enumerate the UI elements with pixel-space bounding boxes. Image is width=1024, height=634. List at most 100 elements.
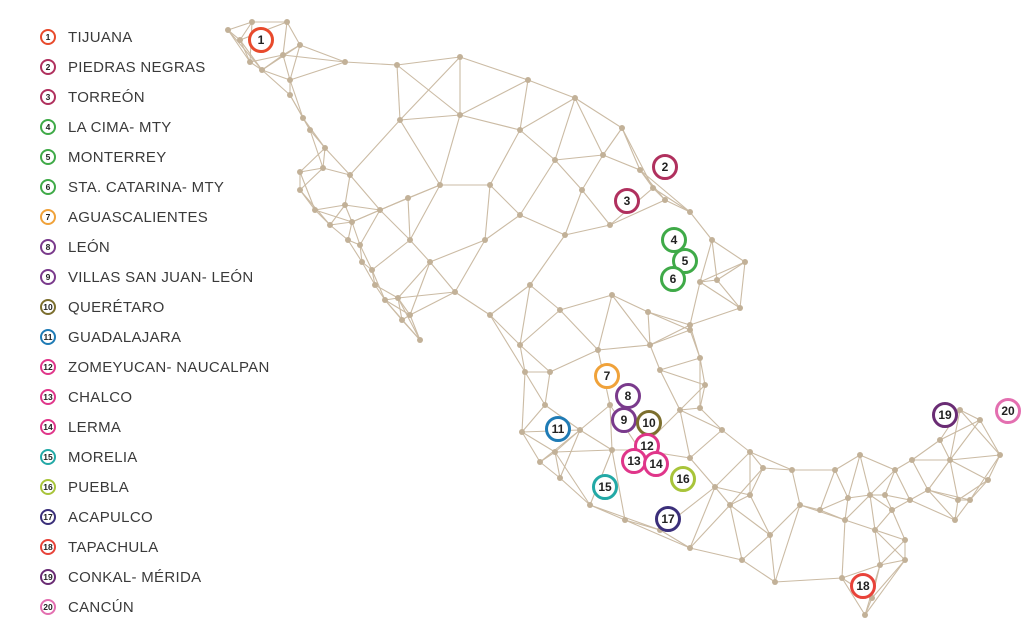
network-node (297, 42, 303, 48)
network-edge (597, 344, 651, 351)
network-edge (949, 454, 1001, 461)
network-edge (741, 534, 771, 561)
network-edge (869, 469, 896, 496)
legend-label: MORELIA (68, 448, 138, 466)
network-edge (609, 199, 666, 226)
network-node (600, 152, 606, 158)
network-edge (407, 197, 411, 241)
map-marker-16[interactable]: 16 (670, 466, 696, 492)
network-edge (459, 79, 529, 116)
network-node (937, 437, 943, 443)
network-edge (597, 294, 613, 351)
network-edge (397, 297, 421, 341)
map-marker-3[interactable]: 3 (614, 188, 640, 214)
network-edge (409, 261, 431, 316)
network-edge (844, 494, 871, 521)
network-edge (716, 261, 746, 281)
network-edge (699, 239, 713, 283)
network-edge (519, 344, 551, 373)
map-marker-17[interactable]: 17 (655, 506, 681, 532)
network-edge (459, 56, 529, 81)
network-edge (521, 371, 526, 433)
map-marker-20[interactable]: 20 (995, 398, 1021, 424)
network-node (342, 59, 348, 65)
network-node (739, 557, 745, 563)
network-edge (949, 409, 961, 461)
legend-label: CHALCO (68, 388, 133, 406)
network-edge (324, 147, 351, 176)
legend-badge: 15 (40, 449, 56, 465)
network-edge (679, 409, 723, 431)
network-node (892, 467, 898, 473)
network-edge (869, 494, 876, 531)
network-node (369, 267, 375, 273)
network-edge (847, 494, 871, 499)
network-edge (711, 239, 718, 281)
network-edge (289, 94, 311, 131)
legend-badge: 14 (40, 419, 56, 435)
map-marker-9[interactable]: 9 (611, 407, 637, 433)
map-marker-2[interactable]: 2 (652, 154, 678, 180)
legend-badge: 19 (40, 569, 56, 585)
map-marker-1[interactable]: 1 (248, 27, 274, 53)
network-edge (639, 169, 691, 213)
network-node (349, 219, 355, 225)
network-edge (399, 56, 461, 121)
network-node (772, 579, 778, 585)
network-node (394, 62, 400, 68)
network-node (320, 165, 326, 171)
network-edge (699, 357, 706, 386)
legend-badge: 6 (40, 179, 56, 195)
map-marker-4[interactable]: 4 (661, 227, 687, 253)
legend-badge: 11 (40, 329, 56, 345)
network-node (697, 279, 703, 285)
network-edge (699, 261, 746, 283)
network-node (902, 537, 908, 543)
network-edge (841, 577, 866, 616)
network-edge (664, 199, 691, 213)
network-edge (911, 439, 941, 461)
network-node (517, 127, 523, 133)
network-edge (959, 409, 981, 421)
network-edge (729, 504, 771, 536)
map-marker-13[interactable]: 13 (621, 448, 647, 474)
network-edge (927, 489, 956, 521)
map-marker-8[interactable]: 8 (615, 383, 641, 409)
map-marker-5[interactable]: 5 (672, 248, 698, 274)
network-edge (847, 454, 861, 499)
network-node (457, 112, 463, 118)
map-marker-19[interactable]: 19 (932, 402, 958, 428)
network-node (687, 455, 693, 461)
network-edge (299, 167, 324, 173)
network-edge (602, 127, 623, 156)
legend-label: MONTERREY (68, 148, 167, 166)
network-edge (322, 147, 326, 169)
network-edge (351, 221, 361, 246)
map-marker-6[interactable]: 6 (660, 266, 686, 292)
map-marker-15[interactable]: 15 (592, 474, 618, 500)
legend-badge: 9 (40, 269, 56, 285)
legend-label: VILLAS SAN JUAN- LEÓN (68, 268, 254, 286)
map-marker-18[interactable]: 18 (850, 573, 876, 599)
network-edge (609, 404, 613, 451)
network-edge (559, 477, 591, 506)
map-marker-14[interactable]: 14 (643, 451, 669, 477)
network-edge (874, 509, 893, 531)
network-edge (819, 469, 836, 511)
map-marker-11[interactable]: 11 (545, 416, 571, 442)
map-marker-7[interactable]: 7 (594, 363, 620, 389)
legend-badge: 17 (40, 509, 56, 525)
legend-badge: 1 (40, 29, 56, 45)
network-edge (579, 429, 613, 451)
network-node (714, 277, 720, 283)
network-node (297, 169, 303, 175)
network-edge (489, 184, 521, 216)
network-edge (659, 529, 691, 549)
network-node (357, 242, 363, 248)
map-marker-10[interactable]: 10 (636, 410, 662, 436)
network-edge (314, 204, 346, 211)
